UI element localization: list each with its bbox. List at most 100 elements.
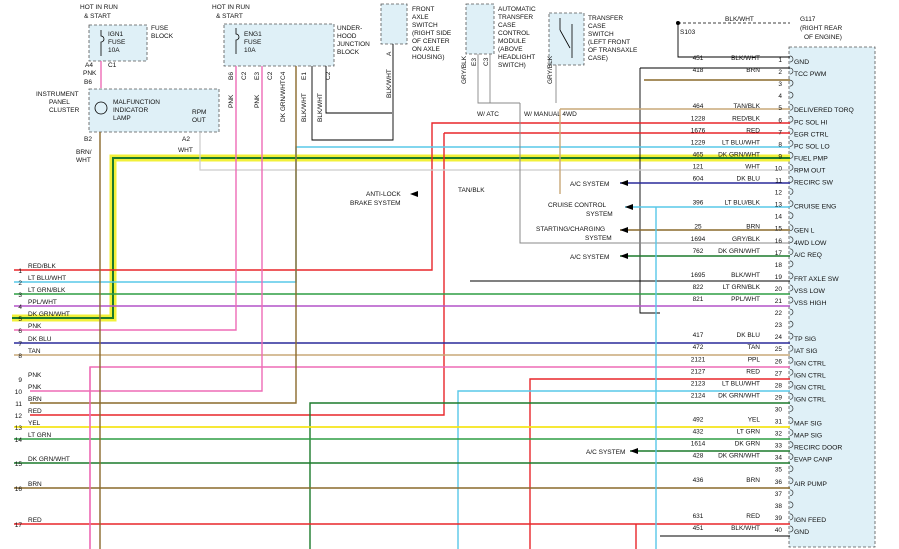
pin-function: RECIRC SW xyxy=(794,180,833,187)
pin-circuit: 2121 xyxy=(691,356,706,363)
rpm-1: RPM xyxy=(192,109,206,116)
tcm-6: (ABOVE xyxy=(498,46,523,53)
pin-terminal-icon xyxy=(789,477,794,485)
ipc-name-2: PANEL xyxy=(49,99,70,106)
ipc-wire-b2-2: WHT xyxy=(76,157,91,164)
pin-terminal-icon xyxy=(789,260,794,268)
pin-number: 4 xyxy=(778,93,782,100)
pin-circuit: 464 xyxy=(693,103,704,110)
pin-function: GND xyxy=(794,59,809,66)
left-wire-color: LT BLU/WHT xyxy=(28,275,66,282)
pin-circuit: 472 xyxy=(693,344,704,351)
pin-function: RECIRC DOOR xyxy=(794,445,842,452)
pin-number: 14 xyxy=(775,214,783,221)
pin-number: 27 xyxy=(775,370,783,377)
pin-function: EGR CTRL xyxy=(794,131,829,138)
pin-circuit: 604 xyxy=(693,176,704,183)
pin-number: 5 xyxy=(778,105,782,112)
fuse1-name: IGN1 xyxy=(108,31,124,38)
mil-1: MALFUNCTION xyxy=(113,99,160,106)
pin-circuit: 396 xyxy=(693,200,704,207)
pin-color: DK GRN/WHT xyxy=(718,453,760,460)
left-wire-number: 9 xyxy=(18,377,22,384)
fuse2-block-2: HOOD xyxy=(337,33,357,40)
left-wire-color: YEL xyxy=(28,420,41,427)
pin-function: VSS HIGH xyxy=(794,300,827,307)
wire-blkwht-fa xyxy=(311,44,394,141)
ipc-pin-b6: B6 xyxy=(84,79,92,86)
dest-abs-1: ANTI-LOCK xyxy=(366,191,401,198)
pin-terminal-icon xyxy=(789,91,794,99)
pin-number: 31 xyxy=(775,419,783,426)
tcs-6: CASE) xyxy=(588,55,608,62)
pin-color: LT GRN xyxy=(737,429,761,436)
dest-start-2: SYSTEM xyxy=(585,235,612,242)
left-wire-number: 11 xyxy=(15,401,22,408)
pin-color: BLK/WHT xyxy=(731,525,760,532)
pin-terminal-icon xyxy=(789,308,794,316)
pin-circuit: 428 xyxy=(693,453,704,460)
tcs-3: SWITCH xyxy=(588,31,614,38)
fuse2-pin-5: C4 xyxy=(280,71,287,80)
pin-terminal-icon xyxy=(789,115,794,123)
mil-lamp-icon xyxy=(94,101,108,115)
pin-number: 24 xyxy=(775,334,783,341)
pin-terminal-icon xyxy=(789,140,794,147)
pin-function: GEN L xyxy=(794,228,815,235)
tcs-2: CASE xyxy=(588,23,606,30)
fa-2: AXLE xyxy=(412,14,429,21)
transfer-case-control-module: AUTOMATIC TRANSFER CASE CONTROL MODULE (… xyxy=(461,3,536,84)
pin-color: DK GRN xyxy=(735,441,761,448)
pin-terminal-icon xyxy=(789,525,794,533)
fa-1: FRONT xyxy=(412,6,434,13)
pin-color: BLK/WHT xyxy=(731,272,760,279)
pin-number: 38 xyxy=(775,503,783,510)
vert-blkwht-1: BLK/WHT xyxy=(301,93,308,122)
pin-circuit: 418 xyxy=(693,67,704,74)
pin-function: FRT AXLE SW xyxy=(794,276,839,283)
left-wire-9: 9 PNK xyxy=(18,372,42,384)
pin-circuit: 762 xyxy=(693,248,704,255)
pin-function: IGN FEED xyxy=(794,517,826,524)
ground-loc-1: (RIGHT REAR xyxy=(800,25,842,32)
ground-id: G117 xyxy=(800,16,816,23)
wire-dkgrn-5 xyxy=(12,157,790,319)
rpm-2: OUT xyxy=(192,117,206,124)
pin-number: 28 xyxy=(775,382,783,389)
pin-function: MAF SIG xyxy=(794,421,822,428)
pin-color: RED/BLK xyxy=(732,115,760,122)
pin-function: DELIVERED TORQ xyxy=(794,107,854,114)
fuse1-pnk: PNK xyxy=(83,70,97,77)
pin-function: A/C REQ xyxy=(794,252,822,259)
tcs-5: OF TRANSAXLE xyxy=(588,47,638,54)
pin-number: 15 xyxy=(775,226,783,233)
ipc-wire-b2-1: BRN/ xyxy=(76,149,92,156)
dest-abs-2: BRAKE SYSTEM xyxy=(350,200,401,207)
pin-number: 9 xyxy=(778,153,782,160)
pcm-pin-35: 35 xyxy=(775,465,794,474)
pin-color: WHT xyxy=(745,163,760,170)
fuse1-pin: A4 xyxy=(85,62,93,69)
pin-terminal-icon xyxy=(789,152,794,159)
left-wire-2: 2LT BLU/WHT xyxy=(18,275,66,287)
pin-number: 17 xyxy=(775,250,783,257)
left-wire-color: PNK xyxy=(28,372,42,379)
fuse2-block-4: BLOCK xyxy=(337,49,360,56)
pin-function: GND xyxy=(794,529,809,536)
tcm-pin-1: E3 xyxy=(471,58,478,66)
wire-gray-tcm2 xyxy=(519,103,790,244)
pin-number: 6 xyxy=(778,117,782,124)
fuse1-block-2: BLOCK xyxy=(151,33,174,40)
